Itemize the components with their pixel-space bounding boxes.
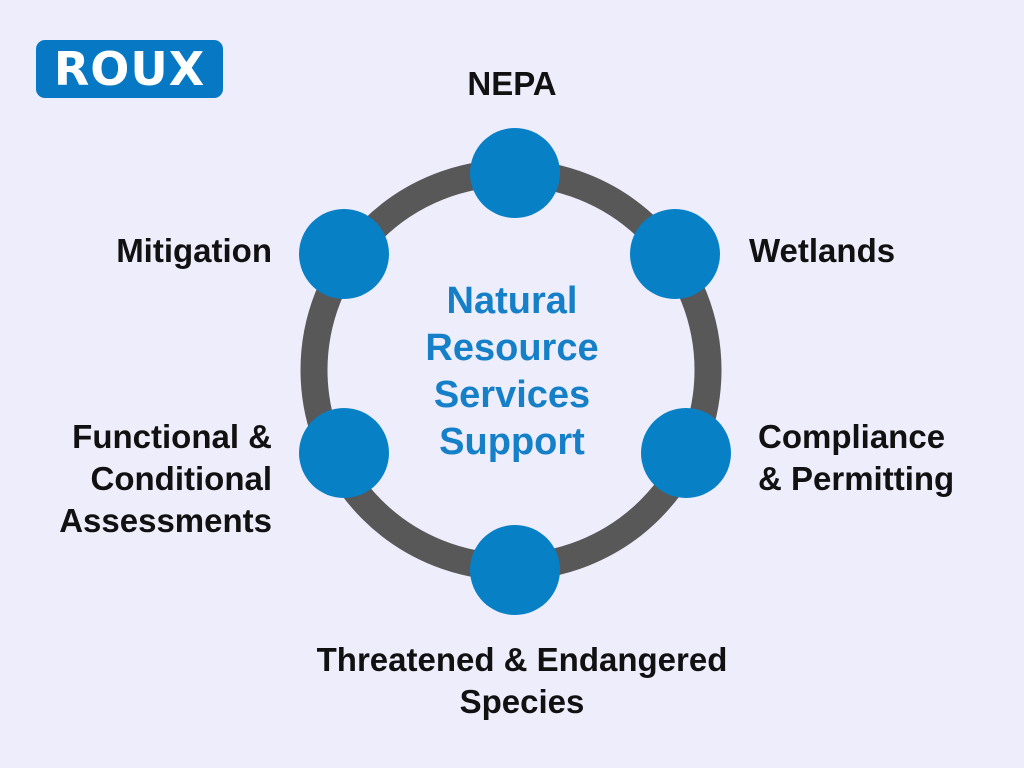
label-line: Threatened & Endangered (316, 641, 728, 678)
node-wetlands (630, 209, 720, 299)
label-line: Conditional (90, 460, 272, 497)
node-compliance (641, 408, 731, 498)
label-compliance: Compliance & Permitting (758, 416, 954, 500)
label-mitigation: Mitigation (20, 230, 272, 272)
label-species: Threatened & Endangered Species (262, 639, 782, 723)
label-line: Compliance (758, 418, 946, 455)
node-mitigation (299, 209, 389, 299)
label-wetlands: Wetlands (749, 230, 895, 272)
label-line: Wetlands (749, 232, 896, 269)
node-assessments (299, 408, 389, 498)
label-line: NEPA (467, 65, 557, 102)
label-assessments: Functional & Conditional Assessments (20, 416, 272, 542)
label-line: & Permitting (758, 460, 955, 497)
label-line: Functional & (72, 418, 272, 455)
center-title-line: Natural (446, 280, 578, 322)
label-line: Mitigation (116, 232, 272, 269)
node-nepa (470, 128, 560, 218)
center-title-line: Support (439, 421, 585, 463)
label-line: Species (459, 683, 585, 720)
roux-logo: ROUX (36, 40, 223, 98)
center-title-line: Services (433, 374, 591, 416)
center-title-line: Resource (425, 327, 599, 369)
center-title: Natural Resource Services Support (392, 278, 632, 466)
node-species (470, 525, 560, 615)
label-line: Assessments (59, 502, 272, 539)
label-nepa: NEPA (412, 63, 612, 105)
